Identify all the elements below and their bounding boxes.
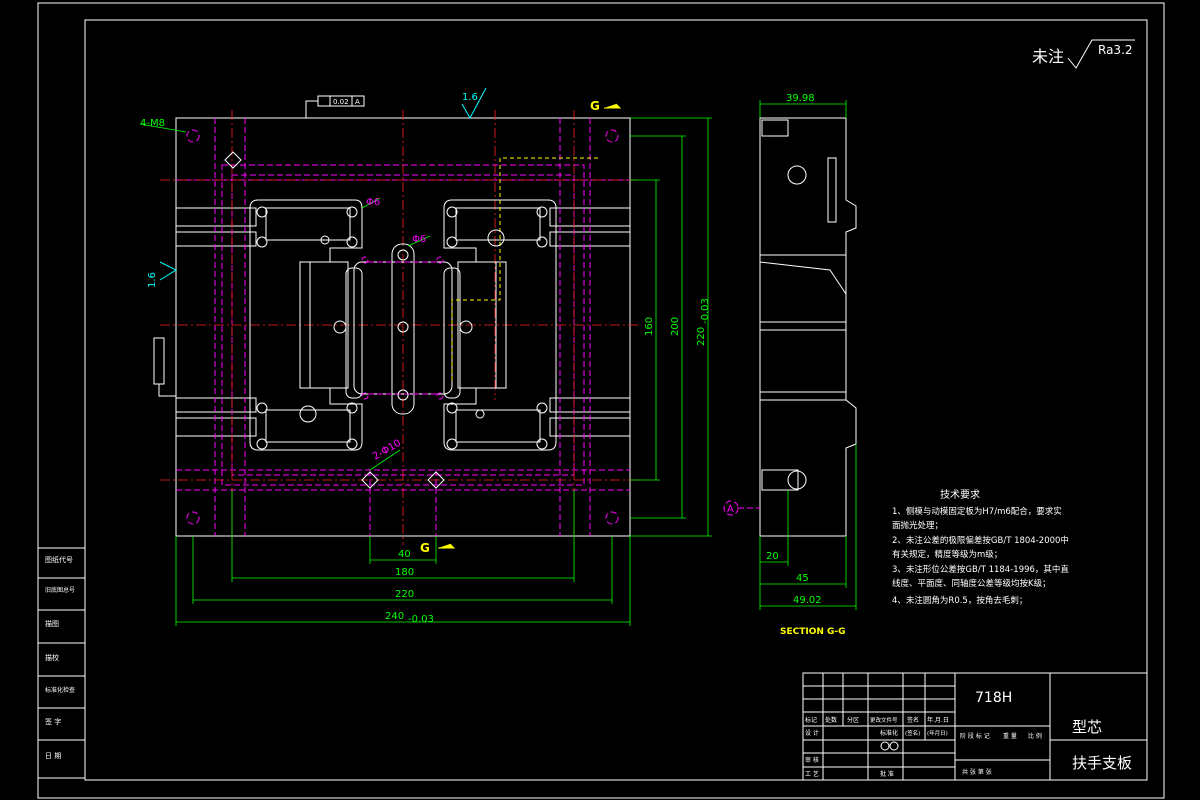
- tech-line-6: 线度、平面度、同轴度公差等级均按K级；: [892, 578, 1051, 589]
- svg-text:39.98: 39.98: [786, 93, 815, 104]
- svg-text:200: 200: [670, 317, 681, 336]
- left-cell-3: 描图: [45, 619, 59, 628]
- outer-border: [37, 2, 1165, 799]
- svg-text:比 例: 比 例: [1028, 732, 1042, 740]
- hole-label-1: Φ6: [366, 197, 380, 208]
- svg-text:工 艺: 工 艺: [805, 770, 819, 778]
- svg-text:49.02: 49.02: [793, 595, 822, 606]
- svg-text:(年月日): (年月日): [927, 729, 948, 737]
- svg-text:-0.03: -0.03: [700, 298, 711, 324]
- svg-text:220: 220: [395, 589, 414, 600]
- svg-text:阶 段 标 记: 阶 段 标 记: [960, 732, 990, 740]
- svg-text:220: 220: [696, 327, 707, 346]
- tech-title: 技术要求: [940, 488, 980, 501]
- left-cell-7: 日 期: [45, 752, 61, 760]
- svg-text:(签名): (签名): [905, 729, 920, 737]
- svg-text:40: 40: [398, 549, 411, 560]
- tech-line-4: 有关规定，精度等级为m级；: [892, 549, 1002, 560]
- svg-text:A: A: [727, 504, 734, 515]
- hole-label-2: Φ6: [412, 234, 426, 245]
- section-mark-top: G: [590, 99, 600, 113]
- holes-group: [256, 206, 548, 450]
- svg-text:180: 180: [395, 567, 414, 578]
- svg-text:未注: 未注: [1032, 47, 1064, 66]
- left-cell-2: 旧底图总号: [45, 586, 75, 594]
- svg-text:标记: 标记: [805, 716, 817, 724]
- left-cell-5: 标准化检查: [45, 686, 75, 694]
- svg-text:年.月.日: 年.月.日: [927, 716, 949, 724]
- svg-text:20: 20: [766, 551, 779, 562]
- surface-mark-top: 1.6: [462, 92, 478, 103]
- svg-text:Ra3.2: Ra3.2: [1098, 43, 1133, 57]
- tech-line-3: 2、未注公差的极限偏差按GB/T 1804-2000中: [892, 535, 1069, 546]
- side-section-view: 39.98 20 45 49.02 A SECTION G-G: [723, 93, 857, 637]
- svg-text:重 量: 重 量: [1003, 732, 1017, 740]
- svg-text:160: 160: [644, 317, 655, 336]
- svg-text:分区: 分区: [847, 716, 859, 724]
- svg-text:45: 45: [796, 573, 809, 584]
- svg-text:-0.03: -0.03: [408, 614, 434, 625]
- left-column: 图纸代号 旧底图总号 描图 描校 标准化检查 签 字 日 期: [38, 547, 85, 779]
- front-view: [160, 110, 640, 545]
- tech-line-5: 3、未注形位公差按GB/T 1184-1996，其中直: [892, 564, 1069, 575]
- tech-line-2: 面抛光处理；: [892, 520, 943, 531]
- inner-border: [84, 19, 1148, 781]
- left-cell-4: 描校: [45, 653, 59, 662]
- material: 718H: [975, 690, 1012, 706]
- thread-holes: [186, 129, 619, 525]
- front-annotations: 4-M8 Φ6 Φ6 2-Φ10 0.02 A 1.6 1.6 G G 40 1…: [139, 87, 712, 626]
- roughness-symbol: 未注 Ra3.2: [1032, 39, 1135, 69]
- svg-text:0.02: 0.02: [333, 98, 349, 106]
- svg-text:批 准: 批 准: [880, 770, 894, 778]
- svg-text:共 张 第 张: 共 张 第 张: [962, 768, 992, 776]
- tech-line-1: 1、侧模与动模固定板为H7/m6配合，要求实: [892, 506, 1062, 517]
- svg-text:签名: 签名: [907, 716, 919, 724]
- svg-text:处数: 处数: [825, 716, 837, 724]
- title-block: 标记 处数 分区 更改文件号 签名 年.月.日 设 计 标准化 (签名) (年月…: [802, 672, 1148, 781]
- section-label: SECTION G-G: [780, 627, 846, 637]
- svg-text:更改文件号: 更改文件号: [870, 716, 898, 724]
- tech-line-7: 4、未注圆角为R0.5，按角去毛刺；: [892, 595, 1027, 606]
- thread-label: 4-M8: [140, 118, 165, 129]
- svg-text:240: 240: [385, 611, 404, 622]
- svg-text:设 计: 设 计: [805, 729, 819, 737]
- surface-mark-left: 1.6: [147, 272, 158, 288]
- svg-text:审 核: 审 核: [805, 756, 819, 764]
- svg-text:标准化: 标准化: [880, 729, 898, 737]
- svg-text:A: A: [355, 98, 360, 106]
- left-cell-6: 签 字: [45, 717, 61, 726]
- part-name-2: 扶手支板: [1072, 754, 1132, 772]
- tech-requirements: 技术要求 1、侧模与动模固定板为H7/m6配合，要求实 面抛光处理； 2、未注公…: [892, 488, 1069, 606]
- left-cell-1: 图纸代号: [45, 555, 73, 564]
- part-name-1: 型芯: [1072, 718, 1102, 736]
- section-mark-bottom: G: [420, 541, 430, 555]
